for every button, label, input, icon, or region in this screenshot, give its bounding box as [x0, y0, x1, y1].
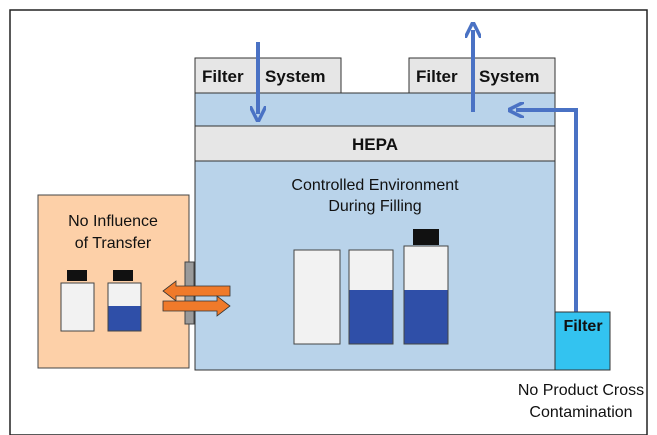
- transfer-container-filled-outline: [107, 282, 142, 332]
- filter-system-right-word1: Filter: [416, 67, 458, 86]
- cross-contamination-line1: No Product Cross: [518, 382, 644, 399]
- transfer-zone-line2: of Transfer: [75, 235, 152, 252]
- airflow-return-arrow-icon: [516, 110, 578, 312]
- transfer-container-empty: [60, 282, 95, 332]
- hepa-label: HEPA: [352, 135, 398, 154]
- transfer-arrow-inward-icon: [162, 280, 231, 302]
- hepa-band: [194, 125, 556, 162]
- filter-system-left-word1: Filter: [202, 67, 244, 86]
- empty-container: [293, 249, 341, 345]
- transfer-container-cap-right: [113, 270, 133, 281]
- container-cap: [413, 229, 439, 245]
- partially-filled-container-product: [349, 290, 393, 344]
- filter-system-left: [194, 57, 342, 94]
- transfer-zone-line1: No Influence: [68, 213, 158, 230]
- filter-system-left-word2: System: [265, 67, 325, 86]
- transfer-container-cap-left: [67, 270, 87, 281]
- controlled-environment-line2: During Filling: [328, 198, 421, 215]
- return-filter-box: [554, 311, 611, 371]
- cross-contamination-line2: Contamination: [529, 404, 632, 421]
- transfer-arrow-outward-icon: [162, 295, 231, 317]
- transfer-zone: [37, 194, 190, 369]
- filter-system-right-word2: System: [479, 67, 539, 86]
- return-filter-label: Filter: [563, 318, 602, 335]
- controlled-environment-line1: Controlled Environment: [291, 177, 459, 194]
- partially-filled-container-outline: [348, 249, 394, 345]
- filled-capped-container-outline: [403, 245, 449, 345]
- transfer-container-product: [108, 306, 141, 331]
- filled-capped-container-product: [404, 290, 448, 344]
